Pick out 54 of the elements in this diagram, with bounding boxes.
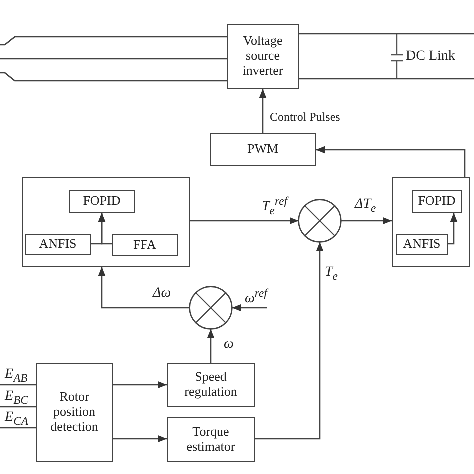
arrow [98,267,190,309]
box-label: ANFIS [403,237,441,252]
controller-block [22,177,190,267]
box-label: Torque estimator [186,424,236,454]
box-label: FOPID [83,194,121,209]
edge-label: E$_{BC}$ [5,390,28,406]
arrow [207,329,215,363]
process-box [396,234,448,255]
arrow [255,242,324,440]
arrow [448,213,458,245]
box-label: Speed regulation [184,370,238,400]
arrow [113,435,167,443]
connector-line [0,384,36,386]
box-label: Rotor position detection [50,390,100,435]
box-label: PWM [247,142,279,157]
process-box [112,234,178,256]
connector-line [0,58,227,60]
edge-label: ω [224,338,234,352]
edge-label: Control Pulses [270,111,340,123]
box-label: Voltage source inverter [242,34,284,79]
component-label: DC Link [406,50,456,64]
arrow [259,89,267,133]
edge-label: E$_{CA}$ [5,411,28,428]
edge-label: ω$^{ref}$ [245,288,268,307]
arrow [232,304,267,312]
edge-label: Δω [153,287,172,301]
edge-label: T$_{e}$ [325,266,338,282]
connector-line [299,33,474,35]
arrow [190,217,299,225]
process-box [167,417,255,462]
process-box [227,24,299,89]
box-label: FFA [134,238,156,252]
summing-junction [298,199,342,243]
process-box [210,133,316,166]
process-box [36,363,113,462]
process-box [25,234,91,255]
connector-line [0,427,36,429]
arrow [98,213,112,245]
arrow [316,146,466,177]
connector-line [0,36,227,46]
connector-line [299,78,474,80]
connector-line [0,72,227,82]
box-label: FOPID [418,194,456,209]
process-box [69,190,135,213]
arrow [113,381,167,389]
process-box [412,190,462,213]
box-label: ANFIS [39,237,77,252]
arrow [341,217,392,225]
edge-label: E$_{AB}$ [5,368,28,384]
edge-label: ΔT$_{e}$ [355,198,376,214]
summing-junction [189,286,233,330]
process-box [167,363,255,407]
connector-line [0,406,36,408]
controller-block [392,177,470,267]
